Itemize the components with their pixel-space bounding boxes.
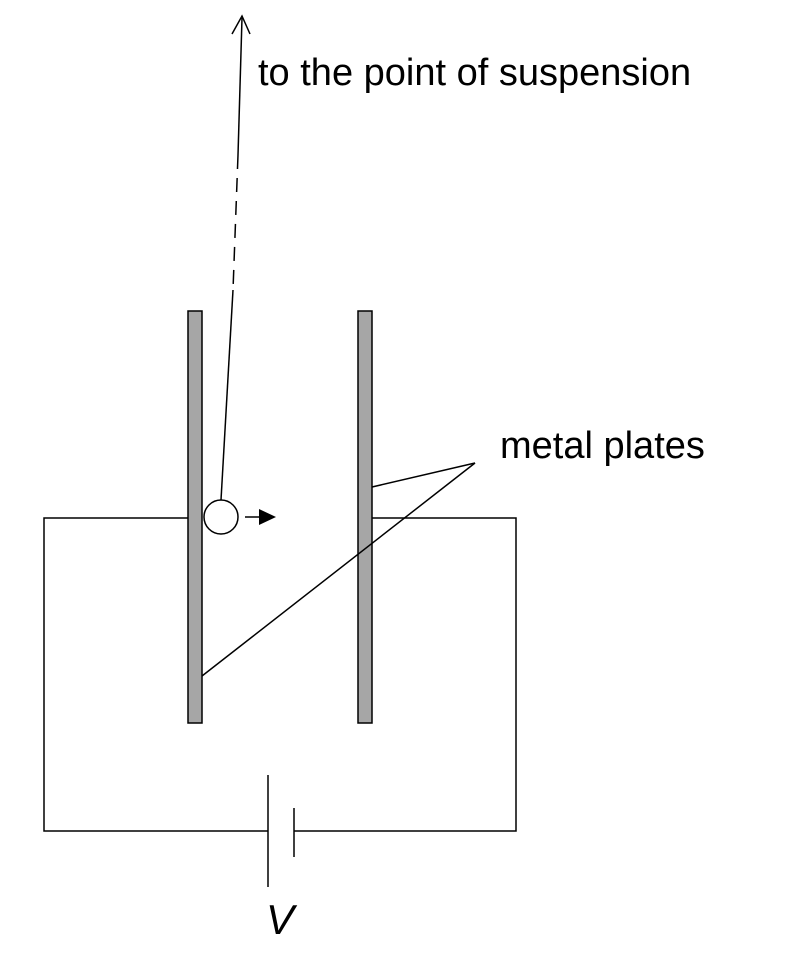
charged-ball — [203, 499, 239, 535]
suspension-thread-dashed — [232, 154, 239, 291]
metal-plate-left — [187, 310, 203, 724]
metal-plate-right — [357, 310, 373, 724]
circuit-wire-right — [294, 517, 517, 832]
plates-label: metal plates — [500, 425, 705, 467]
circuit-wire-left — [43, 517, 268, 832]
suspension-arrow-icon — [231, 14, 251, 35]
leader-line-right-plate — [371, 462, 476, 488]
suspension-thread-upper — [237, 17, 243, 156]
voltage-label: V — [266, 896, 298, 943]
motion-arrow-icon — [259, 509, 276, 525]
suspension-label: to the point of suspension — [258, 52, 691, 94]
leader-line-left-plate — [201, 462, 476, 677]
suspension-thread-lower — [220, 289, 234, 501]
